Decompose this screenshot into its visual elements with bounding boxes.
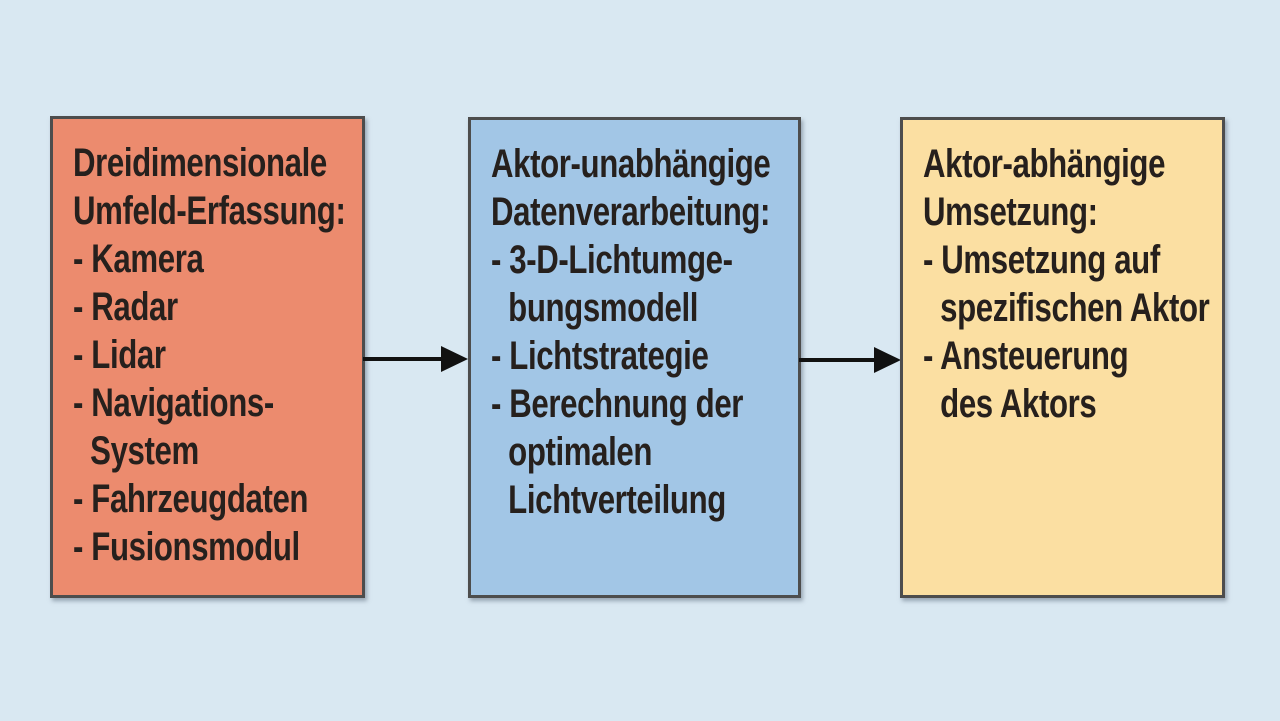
box2-title-line-1: Aktor-unabhängige bbox=[491, 142, 771, 186]
box-datenverarbeitung: Aktor-unabhängige Datenverarbeitung: - 3… bbox=[468, 117, 801, 598]
box3-bullet-ansteuerung-cont: des Aktors bbox=[940, 382, 1097, 426]
box2-bullet-lichtumgebungsmodell-cont: bungsmodell bbox=[508, 286, 699, 330]
box-umfeld-erfassung: Dreidimensionale Umfeld-Erfassung: - Kam… bbox=[50, 116, 365, 598]
flow-arrow-2-icon bbox=[799, 347, 901, 373]
box2-title-line-2: Datenverarbeitung: bbox=[491, 190, 771, 234]
box2-bullet-berechnung-cont-1: optimalen bbox=[508, 430, 652, 474]
box1-bullet-navigationssystem-cont: System bbox=[90, 429, 199, 473]
box2-bullet-berechnung-cont-2: Lichtverteilung bbox=[508, 478, 726, 522]
box3-bullet-umsetzung: - Umsetzung auf bbox=[923, 238, 1160, 282]
box3-bullet-umsetzung-cont: spezifischen Aktor bbox=[940, 286, 1210, 330]
box1-bullet-fusionsmodul: - Fusionsmodul bbox=[73, 525, 300, 569]
box1-bullet-navigationssystem: - Navigations- bbox=[73, 381, 274, 425]
box3-bullet-ansteuerung: - Ansteuerung bbox=[923, 334, 1129, 378]
box-umsetzung: Aktor-abhängige Umsetzung: - Umsetzung a… bbox=[900, 117, 1225, 598]
box1-bullet-radar: - Radar bbox=[73, 285, 178, 329]
box1-title-line-2: Umfeld-Erfassung: bbox=[73, 189, 346, 233]
box1-bullet-fahrzeugdaten: - Fahrzeugdaten bbox=[73, 477, 309, 521]
box2-bullet-berechnung: - Berechnung der bbox=[491, 382, 744, 426]
box1-title-line-1: Dreidimensionale bbox=[73, 141, 327, 185]
flow-arrow-1-icon bbox=[363, 346, 468, 372]
box1-bullet-kamera: - Kamera bbox=[73, 237, 204, 281]
box1-bullet-lidar: - Lidar bbox=[73, 333, 166, 377]
box3-title-line-2: Umsetzung: bbox=[923, 190, 1098, 234]
box2-bullet-lichtumgebungsmodell: - 3-D-Lichtumge- bbox=[491, 238, 733, 282]
box3-title-line-1: Aktor-abhängige bbox=[923, 142, 1166, 186]
box2-bullet-lichtstrategie: - Lichtstrategie bbox=[491, 334, 709, 378]
